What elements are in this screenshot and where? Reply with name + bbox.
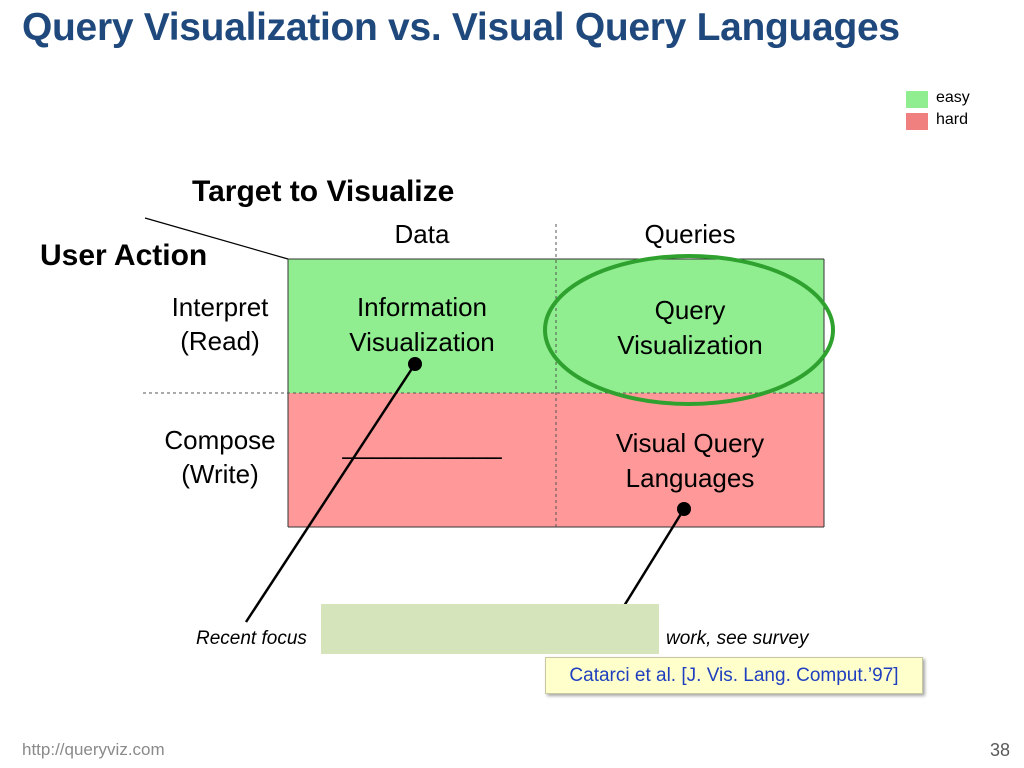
- row-label-compose-line1: Compose: [164, 425, 276, 455]
- citation-box[interactable]: Catarci et al. [J. Vis. Lang. Comput.’97…: [545, 657, 923, 694]
- row-label-interpret-line1: Interpret: [171, 292, 269, 322]
- cell-compose-queries: [556, 393, 824, 527]
- pointer-line-survey: [622, 508, 686, 607]
- footer-url[interactable]: http://queryviz.com: [22, 740, 165, 759]
- cell-text-line: Information: [356, 292, 488, 322]
- cell-compose-data: [288, 393, 556, 527]
- cell-text-line: Visualization: [617, 330, 763, 360]
- highlight-ellipse: [543, 254, 835, 406]
- corner-diagonal-line: [144, 217, 289, 260]
- row-label-compose-line2: (Write): [181, 459, 259, 489]
- cell-interpret-data: [288, 259, 556, 393]
- cell-interpret-queries: [556, 259, 824, 393]
- caption-recent-focus: Recent focus: [196, 628, 307, 649]
- legend-swatch-easy: [906, 91, 928, 108]
- column-header-queries: Queries: [644, 219, 736, 249]
- cell-text-line: Visualization: [349, 327, 495, 357]
- cell-text-line: Visual Query: [615, 428, 765, 458]
- legend-swatch-hard: [906, 113, 928, 130]
- row-axis-title: User Action: [40, 239, 208, 272]
- caption-survey: work, see survey: [666, 628, 809, 649]
- row-label-interpret: Interpret (Read): [150, 290, 290, 358]
- row-label-interpret-line2: (Read): [180, 326, 260, 356]
- cell-text-line: Languages: [625, 463, 755, 493]
- page-number: 38: [989, 740, 1010, 760]
- cell-text-line: Query: [654, 295, 726, 325]
- row-label-compose: Compose (Write): [150, 423, 290, 491]
- column-axis-title: Target to Visualize: [192, 175, 455, 208]
- legend-label-easy: easy: [936, 89, 970, 106]
- cell-text-information-visualization: Information Visualization: [288, 290, 556, 360]
- cell-text-query-visualization: Query Visualization: [556, 293, 824, 363]
- legend-label-hard: hard: [936, 111, 969, 128]
- cell-text-visual-query-languages: Visual Query Languages: [556, 426, 824, 496]
- column-header-data: Data: [394, 219, 450, 249]
- slide-title: Query Visualization vs. Visual Query Lan…: [22, 6, 900, 49]
- pointer-dot-recent-focus: [408, 357, 422, 371]
- pointer-dot-survey: [677, 502, 691, 516]
- caption-cover-box: [321, 604, 659, 654]
- pointer-line-recent-focus: [244, 363, 417, 623]
